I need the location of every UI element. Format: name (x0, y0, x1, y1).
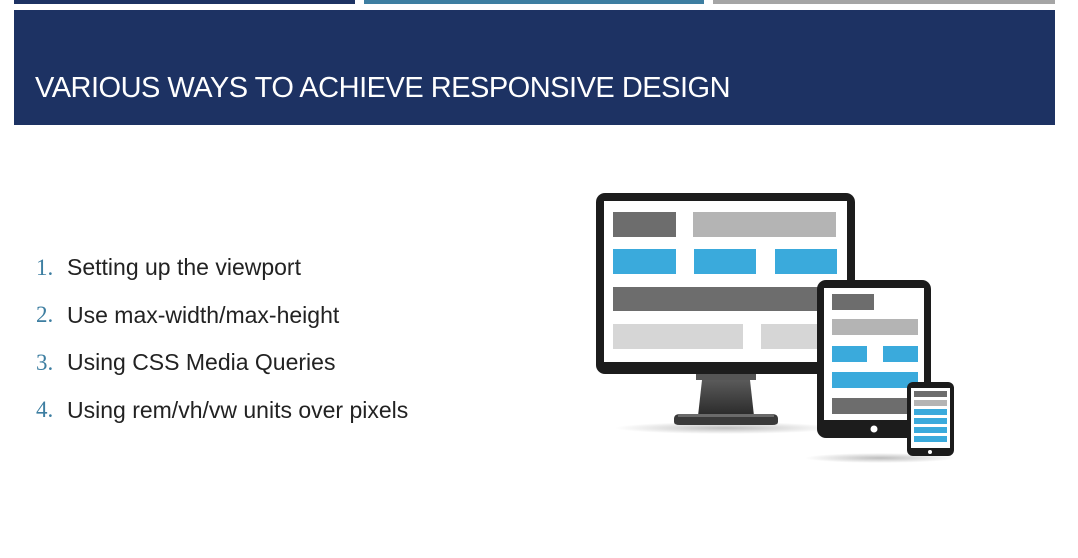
list-item: 2. Use max-width/max-height (36, 292, 408, 340)
numbered-list: 1. Setting up the viewport 2. Use max-wi… (36, 244, 408, 434)
list-item-number: 3. (36, 349, 54, 375)
list-item-text: Setting up the viewport (67, 254, 301, 281)
list-item: 1. Setting up the viewport (36, 244, 408, 292)
list-item-text: Use max-width/max-height (67, 301, 340, 328)
top-bar-dark (14, 0, 355, 4)
list-item-number: 4. (36, 397, 54, 423)
top-bar-blue (364, 0, 704, 4)
phone-icon (907, 382, 954, 456)
list-item-number: 1. (36, 254, 54, 280)
list-item-number: 2. (36, 302, 54, 328)
monitor-icon (596, 193, 855, 425)
title-banner: VARIOUS WAYS TO ACHIEVE RESPONSIVE DESIG… (14, 10, 1055, 125)
responsive-devices-icon (596, 193, 955, 463)
slide-title: VARIOUS WAYS TO ACHIEVE RESPONSIVE DESIG… (35, 72, 731, 104)
list-item: 4. Using rem/vh/vw units over pixels (36, 387, 408, 435)
top-bar-gray (713, 0, 1055, 4)
list-item-text: Using rem/vh/vw units over pixels (67, 396, 409, 423)
list-item: 3. Using CSS Media Queries (36, 339, 408, 387)
list-item-text: Using CSS Media Queries (67, 349, 336, 376)
